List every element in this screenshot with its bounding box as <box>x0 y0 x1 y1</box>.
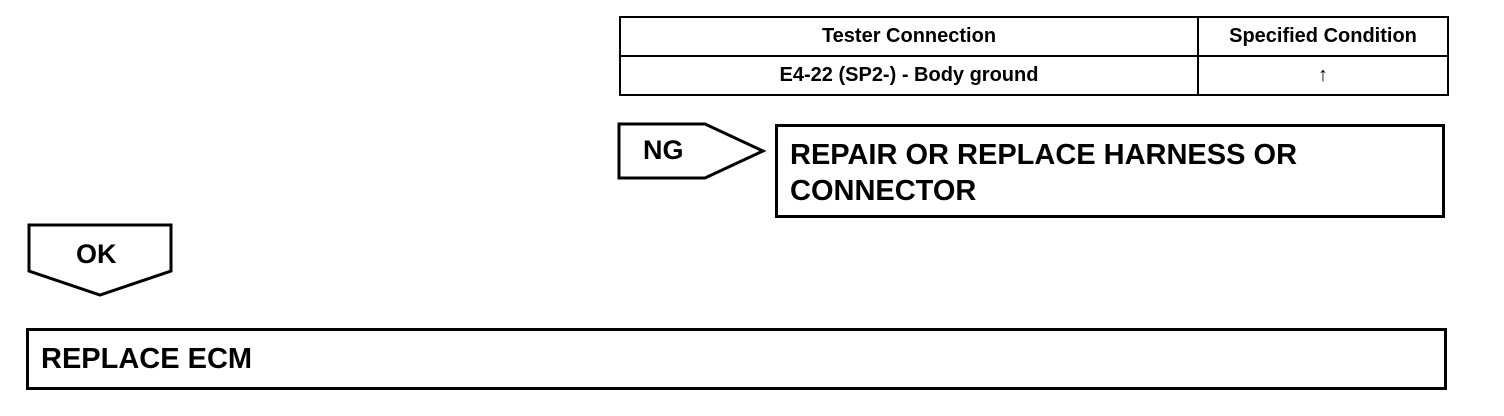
header-tester-connection: Tester Connection <box>619 16 1199 57</box>
table-row: E4-22 (SP2-) - Body ground ↑ <box>619 55 1449 96</box>
repair-action-line-1: REPAIR OR REPLACE HARNESS OR <box>790 139 1298 171</box>
replace-ecm-text: REPLACE ECM <box>41 343 253 375</box>
repair-action-line-2: CONNECTOR <box>790 175 977 207</box>
replace-ecm-box: REPLACE ECM <box>26 328 1447 390</box>
ok-arrow-shape <box>27 223 173 297</box>
ng-arrow-shape <box>617 122 767 180</box>
ok-label: OK <box>76 239 117 269</box>
repair-action-box: REPAIR OR REPLACE HARNESS OR CONNECTOR <box>775 124 1445 218</box>
cell-tester-connection: E4-22 (SP2-) - Body ground <box>619 55 1199 96</box>
header-specified-condition: Specified Condition <box>1197 16 1449 57</box>
spec-table: Tester Connection Specified Condition E4… <box>619 16 1449 96</box>
cell-specified-condition: ↑ <box>1197 55 1449 96</box>
ng-label: NG <box>643 135 684 165</box>
spec-table-header-row: Tester Connection Specified Condition <box>619 16 1449 57</box>
